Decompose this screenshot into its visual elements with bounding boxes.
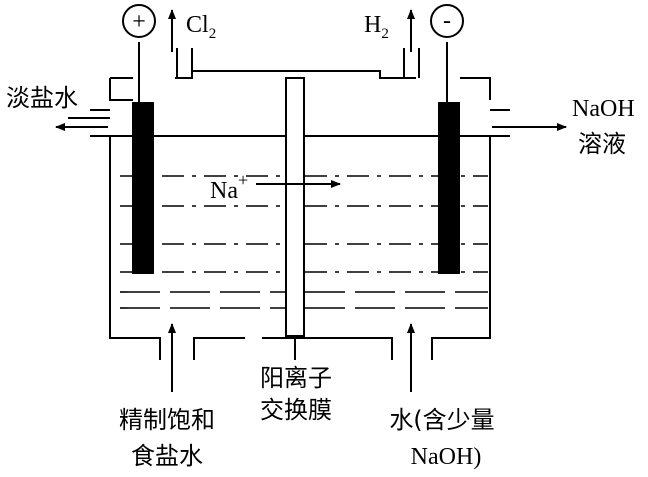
anode-terminal (122, 4, 156, 38)
naoh-label-line1: NaOH (572, 96, 635, 122)
na-ion-label: Na+ (210, 170, 248, 204)
membrane-label-line1: 阳离子 (260, 364, 332, 392)
cathode-sign: - (443, 8, 451, 34)
anode-sign: + (132, 9, 146, 35)
h2-label: H2 (364, 12, 389, 42)
electrolyte (120, 175, 488, 309)
naoh-label-line2: 溶液 (578, 130, 626, 158)
brine-inlet-label-line2: 食盐水 (131, 442, 203, 470)
tank-outline (109, 70, 491, 360)
water-inlet-label-line2: NaOH) (411, 444, 482, 470)
brine-inlet-label-line1: 精制饱和 (119, 406, 215, 434)
dilute-brine-label: 淡盐水 (6, 84, 78, 112)
cation-exchange-membrane (285, 77, 305, 337)
membrane-label-line2: 交换膜 (260, 396, 332, 424)
flow-arrows (55, 9, 567, 392)
cathode-electrode (438, 102, 460, 274)
anode-electrode (132, 102, 154, 274)
water-inlet-label-line1: 水(含少量 (389, 406, 494, 434)
cathode-terminal (430, 4, 464, 38)
pipes (68, 48, 510, 137)
cl2-label: Cl2 (186, 12, 216, 42)
